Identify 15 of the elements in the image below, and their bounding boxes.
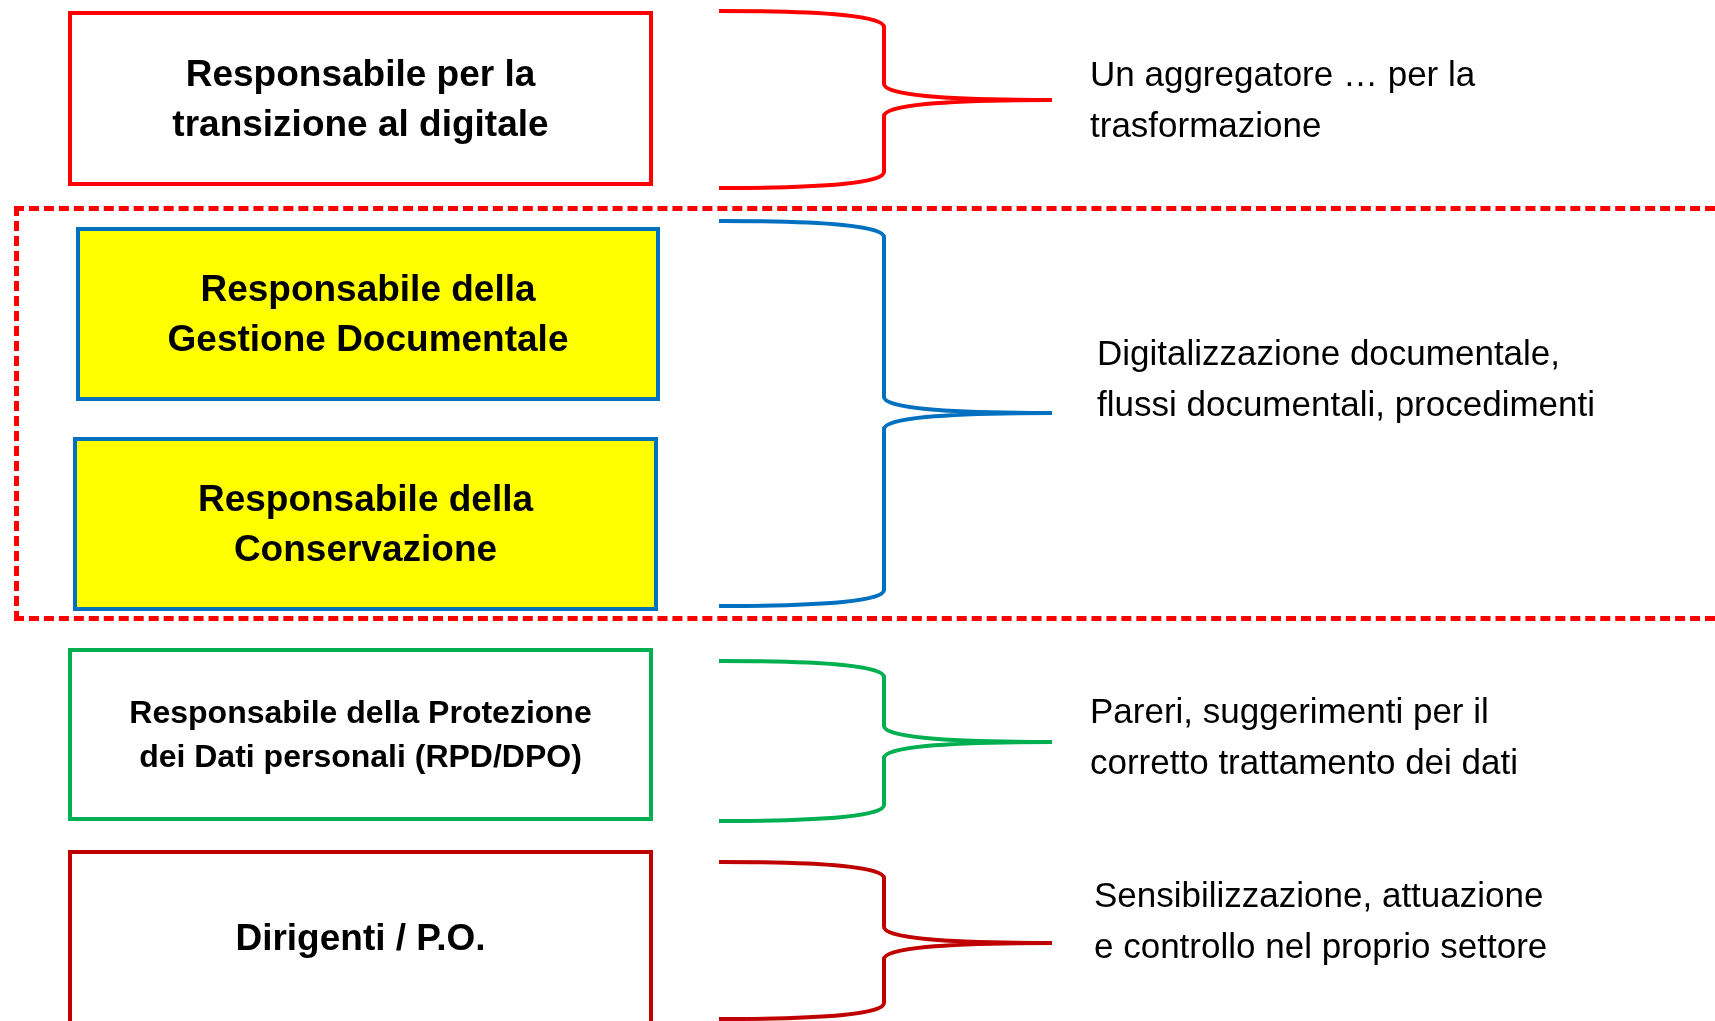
role-title: Responsabile della Conservazione xyxy=(196,477,535,571)
role-title: Responsabile per la transizione al digitale xyxy=(171,51,550,146)
description-text: Un aggregatore … per la trasformazione xyxy=(1090,53,1477,146)
description-text: Digitalizzazione documentale, flussi documentali, procedimenti xyxy=(1097,332,1596,425)
role-title: Responsabile della Protezione dei Dati personali (RPD/DPO) xyxy=(128,693,593,776)
dashed-group-frame xyxy=(14,206,1715,621)
role-box xyxy=(68,648,653,821)
description-text: Pareri, suggerimenti per il corretto trattamento dei dati xyxy=(1090,690,1519,783)
description-text: Sensibilizzazione, attuazione e controllo nel proprio settore xyxy=(1094,874,1549,967)
role-title: Dirigenti / P.O. xyxy=(235,915,486,960)
role-box xyxy=(68,850,653,1021)
role-title: Responsabile della Gestione Documentale xyxy=(166,267,570,361)
role-box xyxy=(68,11,653,186)
role-box xyxy=(76,227,660,401)
role-box xyxy=(73,437,658,611)
